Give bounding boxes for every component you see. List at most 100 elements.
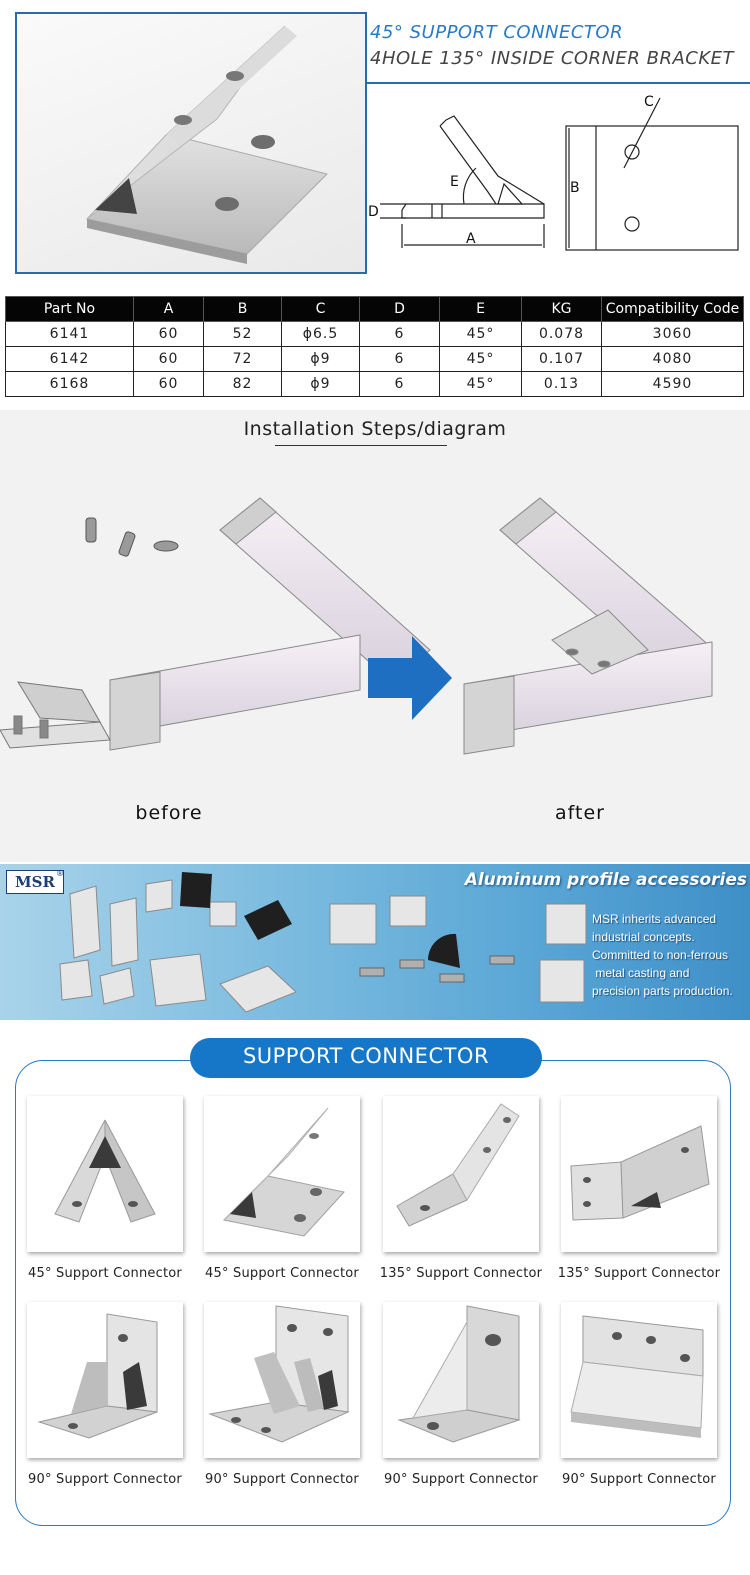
- table-cell: ϕ9: [281, 346, 360, 372]
- table-cell: 45°: [439, 371, 522, 397]
- product-card[interactable]: [204, 1096, 360, 1252]
- product-label: 90° Support Connector: [205, 1472, 359, 1487]
- 90-degree-gusset-bracket-icon: [397, 1305, 521, 1443]
- product-label: 90° Support Connector: [384, 1472, 538, 1487]
- product-label: 45° Support Connector: [28, 1266, 182, 1281]
- product-label: 90° Support Connector: [562, 1472, 716, 1487]
- installation-title-underline: [275, 445, 447, 446]
- dim-label-d: D: [368, 204, 379, 220]
- product-card[interactable]: [561, 1096, 717, 1252]
- table-cell: 6168: [5, 371, 134, 397]
- accessories-collage: [59, 872, 587, 1013]
- dim-label-a: A: [466, 231, 476, 247]
- registered-mark: ®: [56, 869, 64, 878]
- table-header: Part No: [5, 296, 134, 322]
- banner-line: MSR inherits advanced: [592, 912, 717, 926]
- table-header-row: Part No A B C D E KG Compatibility Code: [5, 296, 744, 322]
- table-cell: 6: [359, 321, 440, 347]
- accessories-banner: MSR ® Aluminum profile accessories MSR i…: [0, 864, 750, 1020]
- table-cell: 45°: [439, 321, 522, 347]
- 45-degree-bracket-angled-icon: [222, 1107, 345, 1237]
- dim-label-b: B: [570, 180, 580, 196]
- 90-degree-ribbed-bracket-icon: [37, 1313, 158, 1439]
- 45-degree-bracket-front-icon: [54, 1119, 156, 1223]
- table-cell: 6142: [5, 346, 134, 372]
- title-line-2: 4HOLE 135° INSIDE CORNER BRACKET: [370, 48, 735, 69]
- table-cell: 0.13: [521, 371, 602, 397]
- table-row: 6168 60 82 ϕ9 6 45° 0.13 4590: [5, 371, 744, 397]
- table-cell: 45°: [439, 346, 522, 372]
- table-header: E: [439, 296, 522, 322]
- section-title: SUPPORT CONNECTOR: [242, 1044, 490, 1068]
- product-card[interactable]: [27, 1096, 183, 1252]
- table-cell: ϕ6.5: [281, 321, 360, 347]
- installation-diagram: [0, 497, 713, 755]
- title-divider: [366, 82, 750, 84]
- table-cell: 60: [133, 371, 204, 397]
- table-header: B: [203, 296, 282, 322]
- table-cell: 6: [359, 346, 440, 372]
- table-cell: ϕ9: [281, 371, 360, 397]
- table-cell: 60: [133, 346, 204, 372]
- dim-label-e: E: [450, 174, 459, 190]
- table-cell: 0.078: [521, 321, 602, 347]
- table-cell: 3060: [601, 321, 744, 347]
- before-lower-profile: [109, 634, 361, 751]
- screws-icon: [85, 517, 179, 557]
- msr-logo-text: MSR: [15, 873, 55, 891]
- before-caption: before: [135, 802, 203, 824]
- table-cell: 82: [203, 371, 282, 397]
- product-card[interactable]: [561, 1302, 717, 1458]
- table-row: 6141 60 52 ϕ6.5 6 45° 0.078 3060: [5, 321, 744, 347]
- bracket-photo-illustration: [86, 25, 328, 264]
- banner-line: Committed to non-ferrous: [592, 948, 729, 962]
- product-card[interactable]: [383, 1302, 539, 1458]
- product-card[interactable]: [204, 1302, 360, 1458]
- table-cell: 6141: [5, 321, 134, 347]
- table-header: C: [281, 296, 360, 322]
- technical-drawing: A B C D E: [368, 94, 739, 251]
- product-card[interactable]: [383, 1096, 539, 1252]
- banner-line: metal casting and: [592, 966, 690, 980]
- table-cell: 60: [133, 321, 204, 347]
- spec-table: Part No A B C D E KG Compatibility Code …: [5, 296, 744, 397]
- installation-title: Installation Steps/diagram: [243, 418, 507, 440]
- table-header: Compatibility Code: [601, 296, 744, 322]
- msr-logo: MSR ®: [6, 869, 64, 894]
- table-cell: 4080: [601, 346, 744, 372]
- arrow-icon: [368, 636, 452, 720]
- front-view-drawing: [565, 97, 739, 251]
- product-card[interactable]: [27, 1302, 183, 1458]
- 135-degree-bracket-side-icon: [396, 1103, 520, 1227]
- before-bracket: [0, 681, 111, 749]
- banner-line: precision parts production.: [592, 984, 733, 998]
- table-header: D: [359, 296, 440, 322]
- table-header: A: [133, 296, 204, 322]
- table-cell: 72: [203, 346, 282, 372]
- 90-degree-wide-bracket-icon: [570, 1315, 704, 1438]
- side-profile-drawing: [380, 115, 545, 248]
- table-cell: 4590: [601, 371, 744, 397]
- table-row: 6142 60 72 ϕ9 6 45° 0.107 4080: [5, 346, 744, 372]
- before-upper-profile: [219, 497, 431, 683]
- table-cell: 6: [359, 371, 440, 397]
- product-label: 90° Support Connector: [28, 1472, 182, 1487]
- 90-degree-double-rib-bracket-icon: [208, 1305, 350, 1443]
- section-title-pill: SUPPORT CONNECTOR: [190, 1038, 542, 1078]
- dim-label-c: C: [644, 94, 654, 110]
- product-photo: [15, 12, 367, 274]
- after-assembly: [463, 497, 713, 755]
- product-label: 135° Support Connector: [557, 1266, 721, 1281]
- banner-description: MSR inherits advanced industrial concept…: [592, 910, 750, 1000]
- after-caption: after: [555, 802, 605, 824]
- product-label: 135° Support Connector: [379, 1266, 543, 1281]
- product-label: 45° Support Connector: [205, 1266, 359, 1281]
- table-cell: 52: [203, 321, 282, 347]
- table-header: KG: [521, 296, 602, 322]
- banner-headline: Aluminum profile accessories: [464, 870, 747, 890]
- table-cell: 0.107: [521, 346, 602, 372]
- installation-section: Installation Steps/diagram: [0, 410, 750, 862]
- title-line-1: 45° SUPPORT CONNECTOR: [370, 22, 624, 43]
- banner-line: industrial concepts.: [592, 930, 695, 944]
- 135-degree-bracket-front-icon: [570, 1125, 710, 1221]
